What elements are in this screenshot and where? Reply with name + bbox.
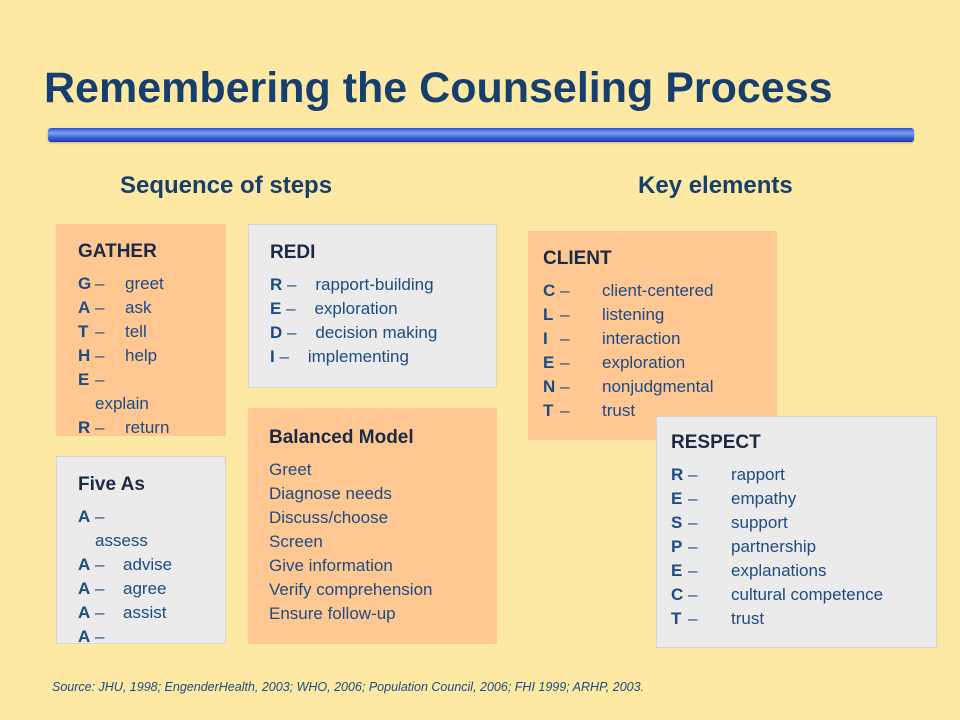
client-row: I–interaction (543, 329, 681, 348)
five-as-heading: Five As (78, 474, 145, 495)
respect-box: RESPECT R–rapport E–empathy S–support P–… (656, 416, 937, 648)
client-row: N–nonjudgmental (543, 377, 714, 396)
client-row: C–client-centered (543, 281, 714, 300)
balanced-item: Screen (269, 532, 323, 551)
balanced-model-heading: Balanced Model (269, 427, 414, 448)
section-sequence-of-steps: Sequence of steps (120, 172, 333, 199)
five-as-row: A– (78, 507, 105, 526)
respect-row: S–support (671, 513, 788, 532)
section-key-elements: Key elements (638, 172, 793, 199)
gather-row: E– (78, 370, 105, 389)
balanced-item: Ensure follow-up (269, 604, 396, 623)
balanced-model-box: Balanced Model Greet Diagnose needs Disc… (248, 408, 497, 644)
redi-row: D – decision making (270, 323, 438, 342)
balanced-item: Diagnose needs (269, 484, 392, 503)
slide-title: Remembering the Counseling Process (44, 64, 833, 112)
five-as-box: Five As A– assess A–advise A–agree A–ass… (56, 456, 226, 644)
respect-row: P–partnership (671, 537, 817, 556)
redi-row: E – exploration (270, 299, 398, 318)
five-as-row: A–advise (78, 555, 173, 574)
respect-row: E–explanations (671, 561, 827, 580)
respect-heading: RESPECT (671, 432, 761, 453)
five-as-row-wrap: assess (95, 531, 148, 550)
client-row: E–exploration (543, 353, 686, 372)
gather-row: T–tell (78, 322, 147, 341)
balanced-item: Verify comprehension (269, 580, 433, 599)
gather-row: R–return (78, 418, 170, 436)
gather-box: GATHER G–greet A–ask T–tell H–help E– ex… (56, 224, 226, 436)
respect-row: R–rapport (671, 465, 785, 484)
gather-row-wrap: explain (95, 394, 149, 413)
five-as-row: A–assist (78, 603, 167, 622)
respect-row: C–cultural competence (671, 585, 884, 604)
balanced-item: Greet (269, 460, 312, 479)
gather-row: A–ask (78, 298, 152, 317)
client-row: L–listening (543, 305, 665, 324)
gather-row: G–greet (78, 274, 164, 293)
gather-row: H–help (78, 346, 158, 365)
client-box: CLIENT C–client-centered L–listening I–i… (528, 231, 777, 440)
title-divider (48, 128, 914, 142)
redi-row: I – implementing (270, 347, 409, 366)
five-as-row: A– (78, 627, 105, 644)
balanced-item: Discuss/choose (269, 508, 389, 527)
redi-box: REDI R – rapport-building E – exploratio… (248, 224, 497, 388)
redi-heading: REDI (270, 242, 316, 263)
balanced-item: Give information (269, 556, 393, 575)
source-citation: Source: JHU, 1998; EngenderHealth, 2003;… (52, 680, 645, 694)
redi-row: R – rapport-building (270, 275, 434, 294)
client-heading: CLIENT (543, 248, 612, 269)
client-row: T–trust (543, 401, 636, 420)
gather-heading: GATHER (78, 241, 157, 262)
five-as-row: A–agree (78, 579, 167, 598)
respect-row: T–trust (671, 609, 765, 628)
respect-row: E–empathy (671, 489, 797, 508)
